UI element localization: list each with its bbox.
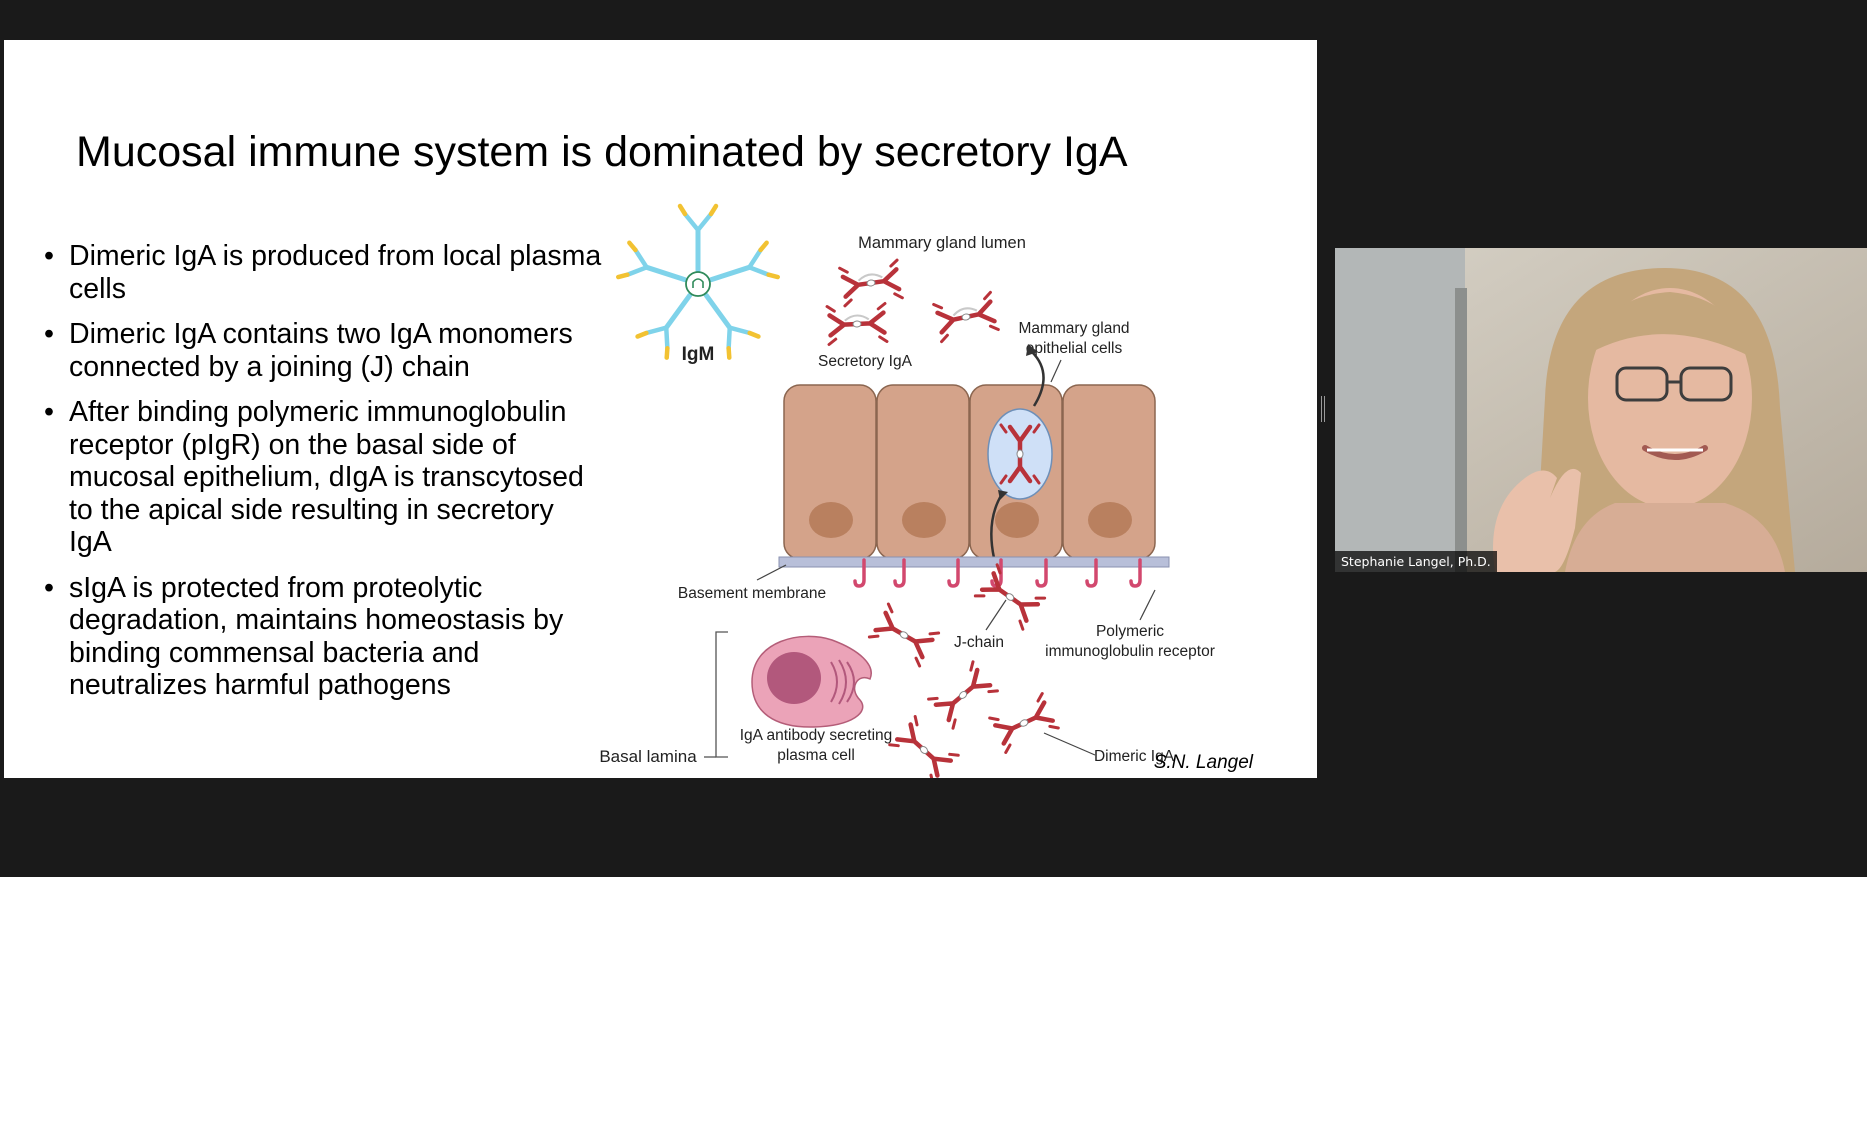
pigr-label: immunoglobulin receptor — [1045, 643, 1215, 660]
pointer-line — [756, 564, 787, 581]
panel-resize-handle[interactable] — [1321, 396, 1325, 422]
bullet-dot: • — [44, 318, 54, 350]
epithelial-cell — [876, 384, 970, 560]
bullet-item: • sIgA is protected from proteolytic degr… — [44, 572, 604, 702]
bullet-text: Dimeric IgA contains two IgA monomers co… — [69, 318, 573, 383]
iga-diagram: IgM Mammary gland lumen Secretory IgA Ma… — [599, 160, 1215, 778]
bullet-text: After binding polymeric immunoglobulin r… — [69, 396, 584, 558]
plasma-cell-icon — [751, 635, 872, 728]
slide-title: Mucosal immune system is dominated by se… — [76, 128, 1128, 176]
epithelial-cell — [1062, 384, 1156, 560]
bullet-dot: • — [44, 240, 54, 272]
pointer-line — [1139, 589, 1156, 621]
pointer-line — [985, 599, 1007, 631]
dimeric-iga-icon — [975, 565, 1044, 629]
epithelial-label: Mammary gland — [1018, 320, 1129, 337]
transcytosis-arrow — [990, 493, 1004, 559]
exocytosis-arrow — [1031, 351, 1045, 407]
bullet-dot: • — [44, 396, 54, 428]
j-chain-label: J-chain — [954, 634, 1004, 651]
dimeric-iga-icon — [869, 604, 938, 666]
dimeric-iga-icon — [929, 662, 998, 728]
participant-name-tag: Stephanie Langel, Ph.D. — [1335, 551, 1497, 572]
mammary-lumen-label: Mammary gland lumen — [858, 234, 1026, 252]
pointer-line — [1043, 732, 1096, 756]
bullet-text: Dimeric IgA is produced from local plasm… — [69, 240, 602, 305]
igm-pentamer-icon — [618, 206, 777, 358]
epithelial-cell — [783, 384, 877, 560]
basement-membrane-label: Basement membrane — [678, 585, 826, 602]
igm-label: IgM — [682, 344, 715, 365]
transcytosis-vesicle — [987, 408, 1053, 500]
bullet-text: sIgA is protected from proteolytic degra… — [69, 571, 564, 702]
pigr-label: Polymeric — [1096, 623, 1164, 640]
bullet-item: • After binding polymeric immunoglobulin … — [44, 396, 604, 559]
plasma-cell-label: IgA antibody secreting — [740, 727, 893, 744]
secretory-iga-icon — [827, 304, 887, 345]
secretory-iga-label: Secretory IgA — [818, 353, 913, 370]
bullet-list: • Dimeric IgA is produced from local plas… — [44, 240, 604, 715]
bullet-item: • Dimeric IgA is produced from local plas… — [44, 240, 604, 305]
pointer-line — [1050, 359, 1062, 383]
plasma-cell-label: plasma cell — [777, 747, 855, 764]
bullet-dot: • — [44, 571, 54, 604]
dimeric-iga-icon — [990, 694, 1059, 753]
basement-membrane — [778, 556, 1170, 568]
meeting-stage: Mucosal immune system is dominated by se… — [0, 0, 1867, 877]
shared-slide: Mucosal immune system is dominated by se… — [4, 40, 1317, 778]
secretory-iga-icon — [934, 292, 999, 341]
basal-lamina-bracket — [715, 631, 728, 758]
secretory-iga-icon — [840, 260, 903, 306]
dimeric-iga-label: Dimeric IgA — [1094, 748, 1175, 765]
epithelial-label: epithelial cells — [1026, 340, 1123, 357]
slide-credit: S.N. Langel — [1153, 752, 1253, 773]
dimeric-iga-icon — [890, 716, 959, 778]
basal-lamina-label: Basal lamina — [599, 747, 697, 766]
participant-avatar — [1335, 248, 1867, 572]
participant-video[interactable]: Stephanie Langel, Ph.D. — [1335, 248, 1867, 572]
bullet-item: • Dimeric IgA contains two IgA monomers c… — [44, 318, 604, 383]
